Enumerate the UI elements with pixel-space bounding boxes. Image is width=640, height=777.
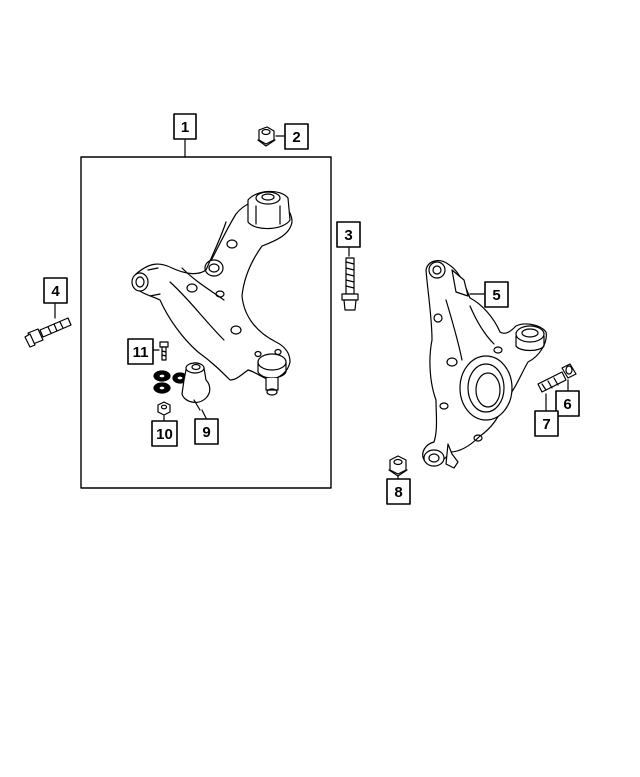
nut-part-6[interactable] — [561, 363, 577, 379]
svg-text:8: 8 — [394, 484, 402, 501]
callout-3[interactable]: 3 — [336, 221, 361, 248]
callout-1[interactable]: 1 — [173, 113, 197, 140]
callout-9[interactable]: 9 — [194, 418, 219, 445]
svg-text:7: 7 — [542, 416, 550, 433]
nut-part-10[interactable] — [157, 401, 171, 416]
svg-text:3: 3 — [344, 227, 352, 244]
svg-text:9: 9 — [202, 424, 210, 441]
svg-text:5: 5 — [492, 287, 500, 304]
callout-4[interactable]: 4 — [43, 277, 68, 304]
svg-text:1: 1 — [181, 119, 189, 136]
bolt-part-7[interactable] — [537, 371, 567, 393]
callout-5[interactable]: 5 — [484, 281, 509, 308]
bolt-part-11[interactable] — [159, 341, 169, 361]
flange-nut-part-2[interactable] — [257, 126, 276, 147]
bolt-part-3[interactable] — [341, 257, 359, 311]
svg-text:11: 11 — [133, 344, 149, 361]
ball-joint-part-9[interactable] — [153, 362, 211, 411]
steering-knuckle-part-5[interactable] — [422, 260, 547, 469]
callout-11[interactable]: 11 — [127, 338, 154, 365]
svg-text:6: 6 — [563, 396, 571, 413]
svg-text:2: 2 — [292, 129, 300, 146]
leader-line-9 — [201, 409, 207, 419]
nut-part-8[interactable] — [388, 455, 408, 477]
callout-10[interactable]: 10 — [151, 420, 178, 447]
callout-8[interactable]: 8 — [386, 478, 411, 505]
callout-6[interactable]: 6 — [555, 390, 580, 417]
bolt-part-4[interactable] — [24, 317, 72, 348]
control-arm-part-1[interactable] — [131, 190, 293, 396]
assembly-group-box — [80, 156, 332, 489]
callout-2[interactable]: 2 — [284, 123, 309, 150]
svg-text:4: 4 — [51, 283, 60, 300]
callout-7[interactable]: 7 — [534, 410, 559, 437]
svg-text:10: 10 — [156, 426, 173, 443]
